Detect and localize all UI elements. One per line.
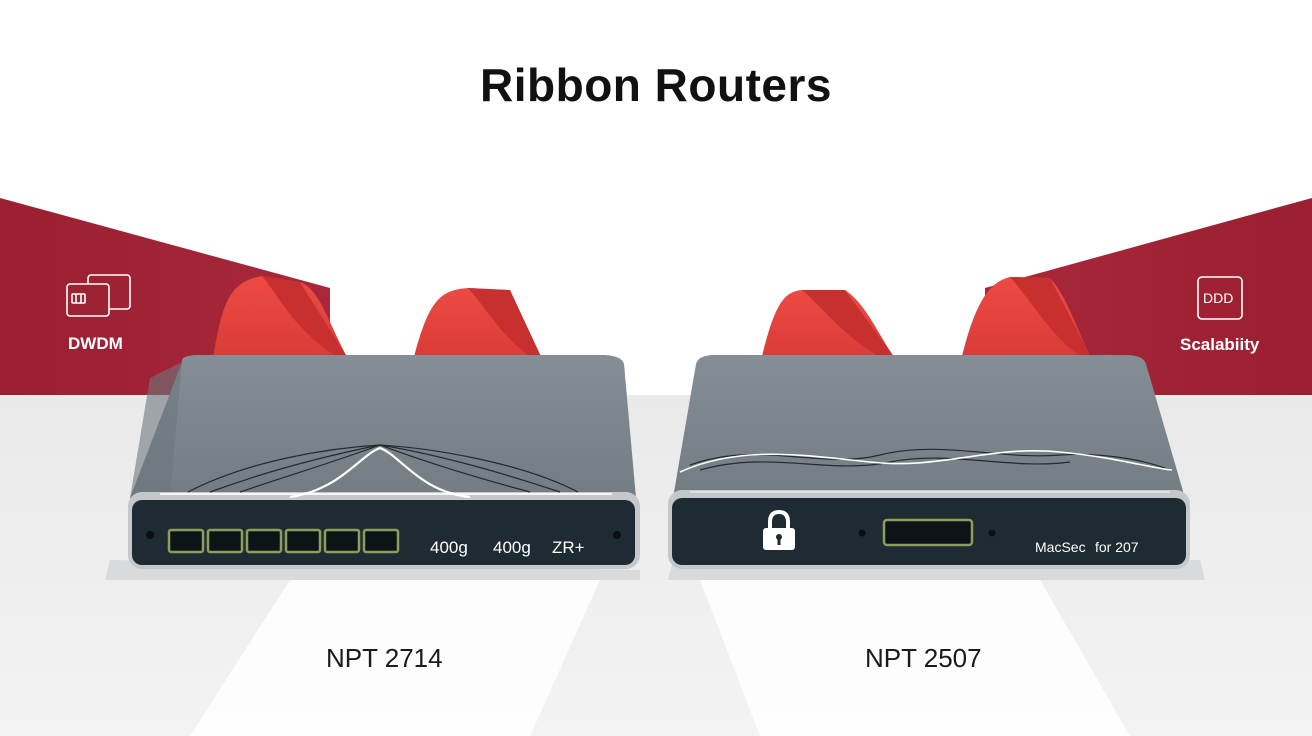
fiber-wires-right [689, 448, 1171, 471]
fiber-white-right [679, 449, 1173, 473]
sfp-port [245, 528, 283, 554]
screw-icon [613, 531, 621, 539]
ribbon-left-a-shade [262, 276, 352, 365]
router-left-top [130, 355, 636, 498]
model-label-right: NPT 2507 [865, 643, 982, 673]
feature-label-dwdm: DWDM [68, 334, 123, 353]
ribbon-left-a [212, 276, 352, 365]
port-row [167, 528, 400, 554]
dual-card-icon [66, 274, 131, 317]
port-label: 400g [430, 538, 468, 557]
port-label: 400g [493, 538, 531, 557]
padlock-icon [763, 509, 795, 550]
box-icon [1197, 276, 1243, 320]
page-title: Ribbon Routers [480, 59, 832, 111]
floor-light-right [700, 580, 1130, 736]
fiber-wires-left [187, 444, 579, 493]
for-207-label: for 207 [1095, 539, 1139, 555]
router-npt-2714 [105, 276, 640, 580]
router-right-top [673, 355, 1185, 498]
router-left-side [130, 362, 182, 498]
router-npt-2507 [668, 277, 1205, 580]
ribbon-left-b-shade [468, 288, 545, 365]
model-label-left: NPT 2714 [326, 643, 443, 673]
screw-icon [988, 529, 996, 537]
macsec-label: MacSec [1035, 539, 1086, 555]
sfp-port [167, 528, 205, 554]
sfp-port [323, 528, 361, 554]
sfp-port [284, 528, 322, 554]
box-icon-text: DDD [1203, 290, 1234, 306]
screw-icon [146, 531, 154, 539]
floor-light-left [190, 580, 600, 736]
feature-label-scalability: Scalabiity [1180, 335, 1260, 354]
screw-icon [858, 529, 866, 537]
qsfp-port [882, 518, 974, 547]
ribbon-right-b-shade [1010, 277, 1095, 365]
ribbon-right-a-shade [802, 290, 900, 365]
sfp-port [362, 528, 400, 554]
fiber-white-left [289, 446, 471, 499]
port-label: ZR+ [552, 538, 585, 557]
ribbon-right-b [960, 277, 1095, 365]
sfp-port [206, 528, 244, 554]
